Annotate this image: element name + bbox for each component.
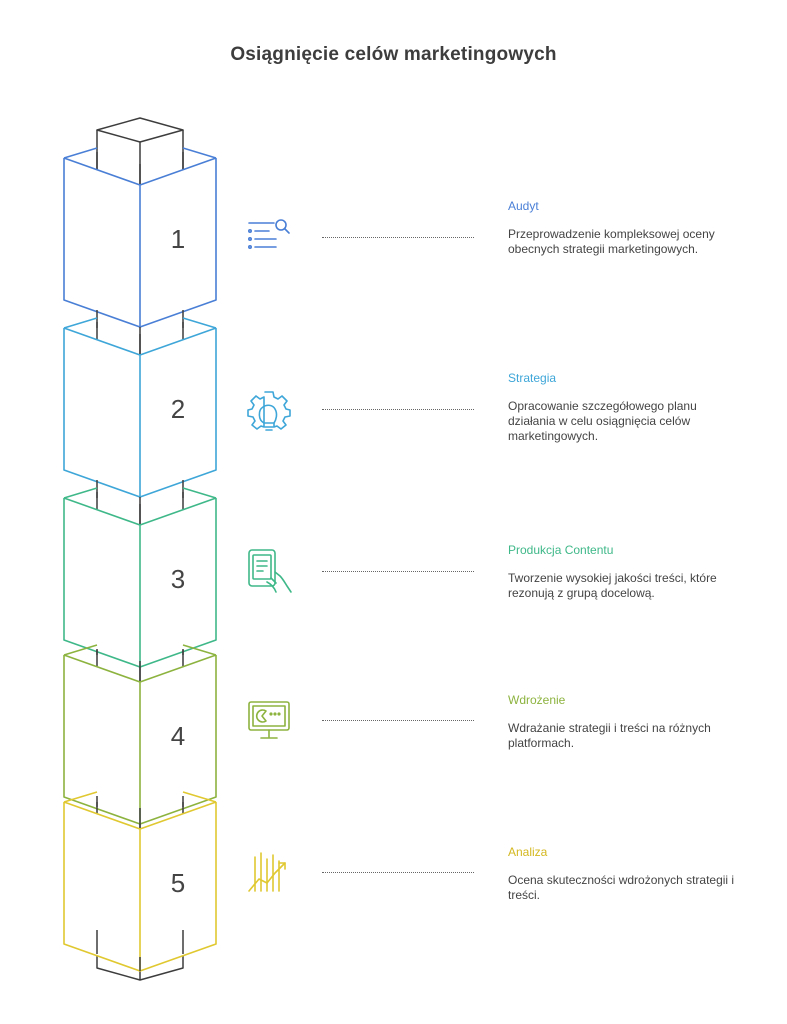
gear-lightbulb-icon — [247, 391, 291, 431]
column-segment — [96, 796, 184, 829]
step-number: 1 — [171, 224, 185, 254]
step-description: Ocena skuteczności wdrożonych strategii … — [508, 873, 735, 902]
step-title: Strategia — [508, 371, 557, 385]
growth-chart-icon — [248, 852, 286, 892]
step-number: 3 — [171, 564, 185, 594]
connector-dots — [322, 720, 474, 721]
step-description: Wdrażanie strategii i treści na różnych … — [508, 721, 711, 750]
step-description: Opracowanie szczegółowego planu działani… — [508, 399, 697, 443]
step-title: Analiza — [508, 845, 548, 859]
cube-block: 2 — [63, 317, 217, 498]
step-title: Wdrożenie — [508, 693, 566, 707]
column-segment — [96, 152, 184, 185]
column-segment — [96, 322, 184, 355]
step-title: Produkcja Contentu — [508, 543, 614, 557]
column-segment — [96, 930, 184, 971]
tablet-hand-icon — [248, 549, 292, 593]
monitor-chart-icon — [248, 701, 290, 739]
step-description: Przeprowadzenie kompleksowej oceny obecn… — [508, 227, 715, 256]
diagram-title: Osiągnięcie celów marketingowych — [230, 44, 557, 65]
connector-dots — [322, 872, 474, 873]
connector-dots — [322, 409, 474, 410]
step-description: Tworzenie wysokiej jakości treści, które… — [508, 571, 717, 600]
step-number: 2 — [171, 394, 185, 424]
connector-dots — [322, 571, 474, 572]
step-title: Audyt — [508, 199, 539, 213]
cube-block: 5 — [63, 791, 217, 972]
cube-block: 3 — [63, 487, 217, 668]
step-number: 5 — [171, 868, 185, 898]
cube-block: 1 — [63, 147, 217, 328]
search-list-icon — [247, 219, 290, 249]
column-segment — [96, 649, 184, 682]
cube-block: 4 — [63, 644, 217, 825]
column-segment — [96, 492, 184, 525]
connector-dots — [322, 237, 474, 238]
step-number: 4 — [171, 721, 185, 751]
